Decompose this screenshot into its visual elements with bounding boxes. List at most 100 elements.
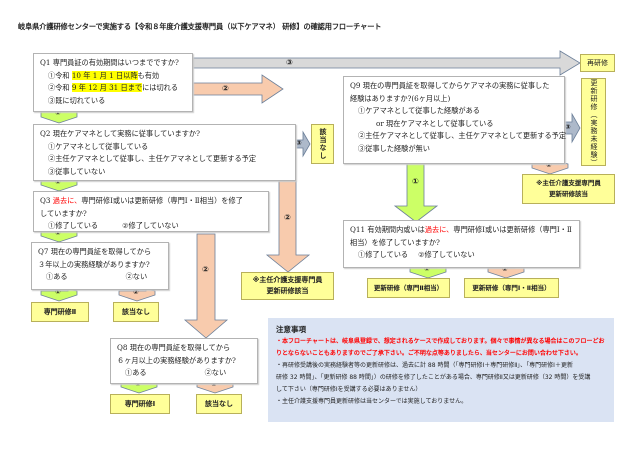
q7-question-line2: ３年以上の実務経験がありますか?: [38, 259, 150, 269]
q1-option-1: ①令和 10 年 1 月 1 日以降も有効: [40, 70, 186, 83]
question-q9: Q9 現在の専門員証を取得してからケアマネの実務に従事した 経験はありますか?(…: [343, 76, 567, 164]
result-renewal-specialist-2: 更新研修（専門Ⅱ相当）: [367, 278, 450, 298]
arrow-q2-3-to-not-applicable: [295, 130, 311, 158]
arrow-label-q1-3: ③: [286, 58, 293, 67]
arrow-q2-2-to-chief-renewal: [265, 180, 311, 273]
q1-option-2-prefix: ②令和: [48, 83, 72, 93]
q11-question: Q11 有効期間内或いは過去に、専門研修Ⅰ或いは更新研修（専門Ⅰ・Ⅱ: [350, 224, 573, 237]
q9-option-1b: or 現在ケアマネとして従事している: [376, 118, 494, 128]
arrow-label-q9-1: ①: [412, 177, 419, 186]
q3-option-2: ②修了していない: [122, 221, 179, 231]
q8-option-2: ②ない: [204, 368, 227, 378]
arrow-label-q9-2: ②: [546, 161, 552, 169]
arrow-q9-3-to-renewal-no-exp: [564, 112, 581, 144]
question-q2: Q2 現在ケアマネとして実務に従事していますか? ①ケアマネとして従事している …: [33, 124, 296, 181]
q1-option-1-suffix: も有効: [137, 70, 160, 80]
q9-option-2: ②主任ケアマネとして従事し、主任ケアマネとして更新する予定: [358, 131, 567, 141]
result-chief-renewal-q9: ※主任介護支援専門員 更新研修該当: [522, 174, 615, 204]
q3-question-suffix: 専門研修Ⅰ或いは更新研修（専門Ⅰ・Ⅱ相当）を修了: [81, 196, 243, 205]
question-q8: Q8 現在の専門員証を取得してから ６ヶ月以上の実務経験がありますか? ①ある ②…: [110, 338, 258, 384]
q1-option-1-prefix: ①令和: [48, 70, 72, 80]
q9-option-1: ①ケアマネとして従事した経験がある: [358, 106, 480, 116]
notes-red-line-2: りとならないこともありますのでご了承下さい。ご不明な点等ありましたら、当センター…: [276, 350, 582, 357]
arrow-label-q8-2: ②: [211, 380, 217, 388]
notes-line-3: ・再研修受講後の実務経験者等の更新研修は、過去に計 88 時間（「専門研修Ⅰ＋専…: [276, 362, 573, 369]
q3-question-line2: していますか?: [40, 208, 87, 218]
q3-question: Q3 過去に、専門研修Ⅰ或いは更新研修（専門Ⅰ・Ⅱ相当）を修了: [40, 195, 262, 208]
q2-option-1: ①ケアマネとして従事している: [48, 141, 149, 151]
notes-line-5: して下さい（専門研修Ⅰを受講する必要はありません）: [276, 386, 422, 393]
q8-question: Q8 現在の専門員証を取得してから: [117, 343, 231, 352]
q1-option-2-suffix: には切れる: [142, 83, 179, 93]
q8-option-1: ①ある: [125, 368, 147, 378]
q11-question-line2: 相当）を修了していますか?: [350, 237, 440, 247]
q1-option-2: ②令和 9 年 12 月 31 日までには切れる: [40, 82, 186, 95]
result-renewal-no-experience: 更新研修（実務未経験）: [581, 78, 606, 167]
notes-line-4: 研修 32 時間」、「更新研修 88 時間」）の研修を修了したことがある場合、専…: [276, 374, 591, 381]
chief-renewal-q9-line1: ※主任介護支援専門員: [536, 179, 601, 187]
arrow-q7-1-to-specialist-2: [40, 288, 78, 302]
q2-option-3: ③従事していない: [48, 166, 106, 176]
arrow-q7-2-to-not-applicable: [118, 288, 156, 302]
chief-renewal-q2-line1: ※主任介護支援専門員: [252, 276, 323, 284]
notes-panel: 注意事項 ・本フローチャートは、岐阜県登録で、想定されるケースで作成しております…: [268, 318, 614, 422]
question-q3: Q3 過去に、専門研修Ⅰ或いは更新研修（専門Ⅰ・Ⅱ相当）を修了 していますか? …: [33, 191, 269, 232]
q8-question-line2: ６ヶ月以上の実務経験がありますか?: [117, 355, 236, 365]
page-title: 岐阜県介護研修センターで実施する【令和８年度介護支援専門員（以下ケアマネ） 研修…: [18, 22, 382, 31]
arrow-label-q11-2: ②: [502, 265, 508, 273]
q9-question: Q9 現在の専門員証を取得してからケアマネの実務に従事した: [350, 81, 550, 90]
result-not-applicable-q8: 該当なし: [196, 394, 242, 414]
arrow-label-q7-2: ②: [133, 288, 139, 296]
question-q11: Q11 有効期間内或いは過去に、専門研修Ⅰ或いは更新研修（専門Ⅰ・Ⅱ 相当）を修…: [343, 220, 580, 268]
q2-question: Q2 現在ケアマネとして実務に従事していますか?: [40, 129, 200, 138]
result-re-training: 再研修: [580, 54, 615, 72]
arrow-q1-3-to-re-training: [192, 50, 581, 76]
chief-renewal-q9-line2: 更新研修該当: [549, 190, 588, 198]
q3-options: ①修了している ②修了していない: [40, 220, 262, 233]
result-chief-renewal-q2: ※主任介護支援専門員 更新研修該当: [241, 272, 334, 300]
result-specialist-1: 専門研修Ⅰ: [110, 394, 170, 414]
q1-option-1-highlight: 10 年 1 月 1 日以降: [71, 70, 138, 80]
arrow-label-q2-3: ③: [296, 139, 302, 147]
arrow-label-q1-1: ①: [55, 109, 61, 117]
result-renewal-specialist-1-2: 更新研修（専門Ⅰ・Ⅱ相当）: [464, 278, 559, 298]
arrow-label-q3-1: ①: [55, 229, 61, 237]
q3-question-emphasis: 過去に、: [52, 196, 82, 205]
q3-question-prefix: Q3: [40, 196, 53, 205]
arrow-label-q2-1: ①: [55, 178, 61, 186]
q7-option-2: ②ない: [125, 272, 148, 282]
q11-question-prefix: Q11 有効期間内或いは: [350, 225, 425, 234]
question-q1: Q1 専門員証の有効期間はいつまでですか? ①令和 10 年 1 月 1 日以降…: [33, 53, 193, 112]
q1-option-3: ③既に切れている: [48, 95, 106, 105]
q11-question-suffix: 専門研修Ⅰ或いは更新研修（専門Ⅰ・Ⅱ: [453, 225, 572, 234]
arrow-label-q11-1: ①: [424, 265, 430, 273]
arrow-label-q8-1: ①: [135, 380, 141, 388]
arrow-q1-2-to-q9: [192, 74, 284, 104]
q1-question: Q1 専門員証の有効期間はいつまでですか?: [40, 58, 179, 67]
q9-question-line2: 経験はありますか?(6ヶ月以上): [350, 93, 451, 103]
result-not-applicable-q7: 該当なし: [113, 302, 159, 322]
q11-option-1: ①修了している: [358, 250, 409, 260]
notes-title: 注意事項: [276, 325, 306, 334]
arrow-label-q2-2: ②: [284, 213, 291, 222]
arrow-q3-2-to-q8: [183, 233, 229, 339]
q7-option-1: ①ある: [46, 272, 68, 282]
q11-option-2: ②修了していない: [418, 250, 475, 260]
arrow-label-q7-1: ①: [55, 288, 61, 296]
q11-options: ①修了している ②修了していない: [350, 249, 573, 262]
q7-options: ①ある ②ない: [38, 271, 162, 284]
q11-question-emphasis: 過去に、: [424, 225, 454, 234]
arrow-label-q1-2: ②: [222, 84, 229, 93]
result-specialist-2: 専門研修Ⅱ: [31, 302, 89, 322]
arrow-q9-1-to-q11: [393, 162, 439, 223]
notes-red-line-1: ・本フローチャートは、岐阜県登録で、想定されるケースで作成しております。個々で事…: [276, 338, 605, 345]
q8-options: ①ある ②ない: [117, 367, 251, 380]
arrow-label-q9-3: ③: [565, 123, 571, 131]
result-not-applicable-q2: 該当なし: [311, 124, 334, 164]
q9-option-3: ③従事した経験が無い: [358, 143, 430, 153]
notes-line-6: ・主任介護支援専門員更新研修は当センターでは実施しておりません。: [276, 398, 468, 405]
q1-option-2-highlight: 9 年 12 月 31 日まで: [71, 83, 143, 93]
q2-option-2: ②主任ケアマネとして従事し、主任ケアマネとして更新する予定: [48, 154, 257, 164]
q3-option-1: ①修了している: [48, 221, 99, 231]
